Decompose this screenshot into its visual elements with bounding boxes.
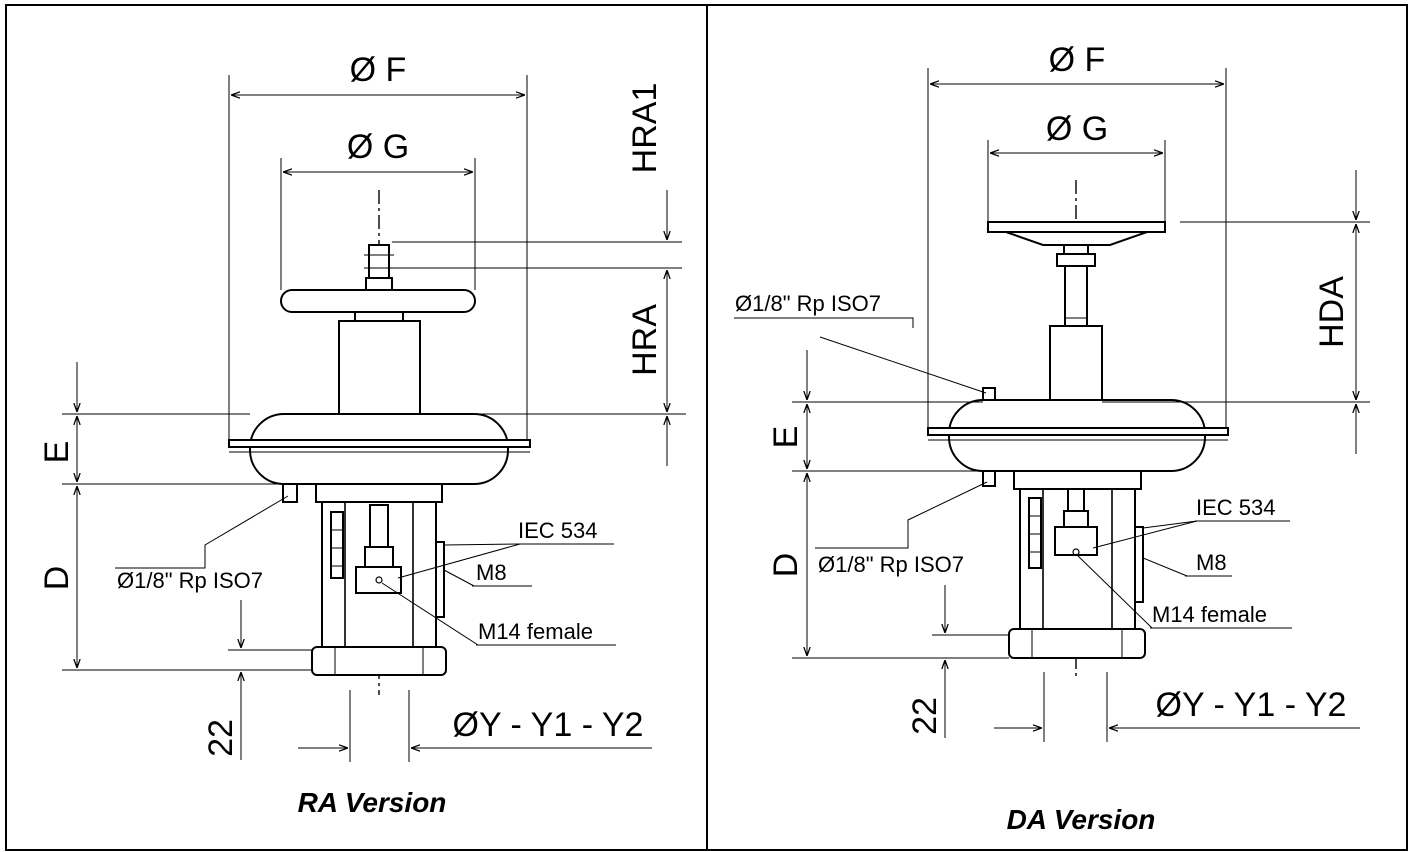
da-version-view: Ø F Ø G HDA E [734, 41, 1370, 835]
da-lower-yoke [1008, 470, 1146, 659]
ra-dim-left: E D 22 [38, 362, 312, 760]
da-dim-g: Ø G [987, 110, 1166, 222]
ra-handwheel [280, 244, 476, 313]
ra-dim-d-label: D [38, 566, 76, 591]
da-dim-hda: HDA [1102, 170, 1370, 454]
da-dim-g-label: Ø G [1046, 110, 1108, 148]
da-m8-label: M8 [1196, 550, 1227, 575]
da-port-bottom-label: Ø1/8" Rp ISO7 [818, 552, 964, 577]
da-dim-y: ØY - Y1 - Y2 [994, 672, 1360, 742]
da-dim-e-label: E [767, 426, 805, 449]
ra-dim-g: Ø G [280, 128, 476, 290]
ra-m8-label: M8 [476, 560, 507, 585]
ra-dim-hra-label: HRA [626, 304, 664, 376]
da-dim-y-label: ØY - Y1 - Y2 [1156, 686, 1347, 724]
ra-dim-g-label: Ø G [347, 128, 409, 166]
ra-dim-hra1-label: HRA1 [626, 83, 664, 174]
ra-lower-yoke [311, 483, 447, 676]
da-caption: DA Version [1007, 804, 1156, 835]
ra-leaders: Ø1/8" Rp ISO7 IEC 534 M8 M14 female [115, 495, 616, 646]
ra-dim-y: ØY - Y1 - Y2 [298, 690, 652, 762]
ra-dim-e-label: E [38, 441, 76, 464]
ra-iec-label: IEC 534 [518, 518, 598, 543]
da-port-top-label: Ø1/8" Rp ISO7 [735, 291, 881, 316]
ra-dim-f-label: Ø F [350, 51, 407, 89]
da-dim-22-label: 22 [906, 697, 944, 735]
ra-dim-22-label: 22 [202, 719, 240, 757]
da-m14-label: M14 female [1152, 602, 1267, 627]
da-dim-d-label: D [767, 553, 805, 578]
da-dim-f: Ø F [927, 41, 1227, 428]
da-leaders: Ø1/8" Rp ISO7 Ø1/8" Rp ISO7 IEC 534 M8 M… [734, 291, 1292, 629]
ra-dim-f: Ø F [228, 51, 528, 440]
da-handwheel [987, 221, 1166, 327]
da-diaphragm-casing [927, 399, 1229, 487]
ra-m14-label: M14 female [478, 619, 593, 644]
ra-dim-heights: HRA1 HRA [392, 83, 686, 466]
da-dim-left: E D 22 [767, 350, 1009, 738]
ra-caption: RA Version [298, 787, 447, 818]
da-iec-label: IEC 534 [1196, 495, 1276, 520]
da-yoke-column [982, 325, 1103, 403]
ra-dim-y-label: ØY - Y1 - Y2 [453, 706, 644, 744]
da-dim-hda-label: HDA [1313, 276, 1351, 348]
da-dim-f-label: Ø F [1049, 41, 1106, 79]
ra-yoke-column [338, 311, 421, 415]
ra-version-view: Ø F Ø G HRA1 HRA [38, 51, 686, 818]
ra-port-label: Ø1/8" Rp ISO7 [117, 568, 263, 593]
